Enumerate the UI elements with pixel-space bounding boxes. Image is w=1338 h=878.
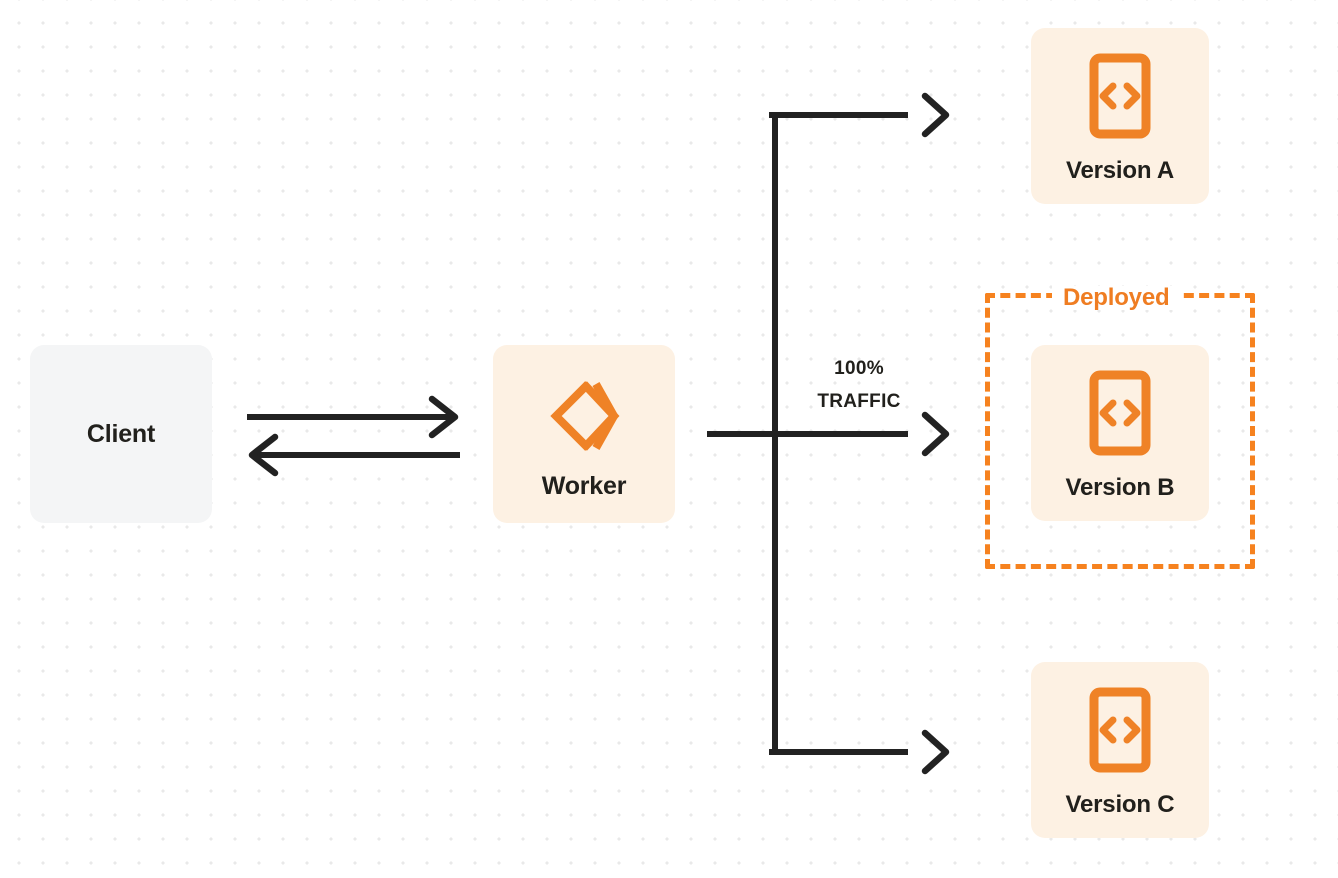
deployed-group-label: Deployed (1052, 286, 1181, 310)
traffic-label: 100% TRAFFIC (789, 352, 929, 419)
node-client[interactable]: Client (30, 345, 212, 523)
code-file-icon (1089, 687, 1151, 773)
node-worker[interactable]: Worker (493, 345, 675, 523)
node-version-c-label: Version C (1065, 791, 1175, 818)
node-version-a-label: Version A (1065, 157, 1175, 184)
connector-client-to-worker (247, 395, 459, 439)
node-version-b[interactable]: Version B (1031, 345, 1209, 521)
node-version-a[interactable]: Version A (1031, 28, 1209, 204)
connector-worker-to-client (248, 433, 460, 477)
node-worker-label: Worker (541, 471, 627, 500)
cloudflare-workers-icon (542, 376, 626, 456)
connector-worker-to-version-c (769, 729, 950, 775)
connector-worker-to-version-a (769, 92, 950, 138)
node-client-label: Client (86, 419, 156, 448)
code-file-icon (1089, 53, 1151, 139)
traffic-unit: TRAFFIC (817, 391, 901, 413)
code-file-icon (1089, 370, 1151, 456)
connector-worker-trunk (707, 411, 950, 457)
node-version-c[interactable]: Version C (1031, 662, 1209, 838)
traffic-percent: 100% (834, 358, 884, 379)
node-version-b-label: Version B (1065, 474, 1175, 501)
